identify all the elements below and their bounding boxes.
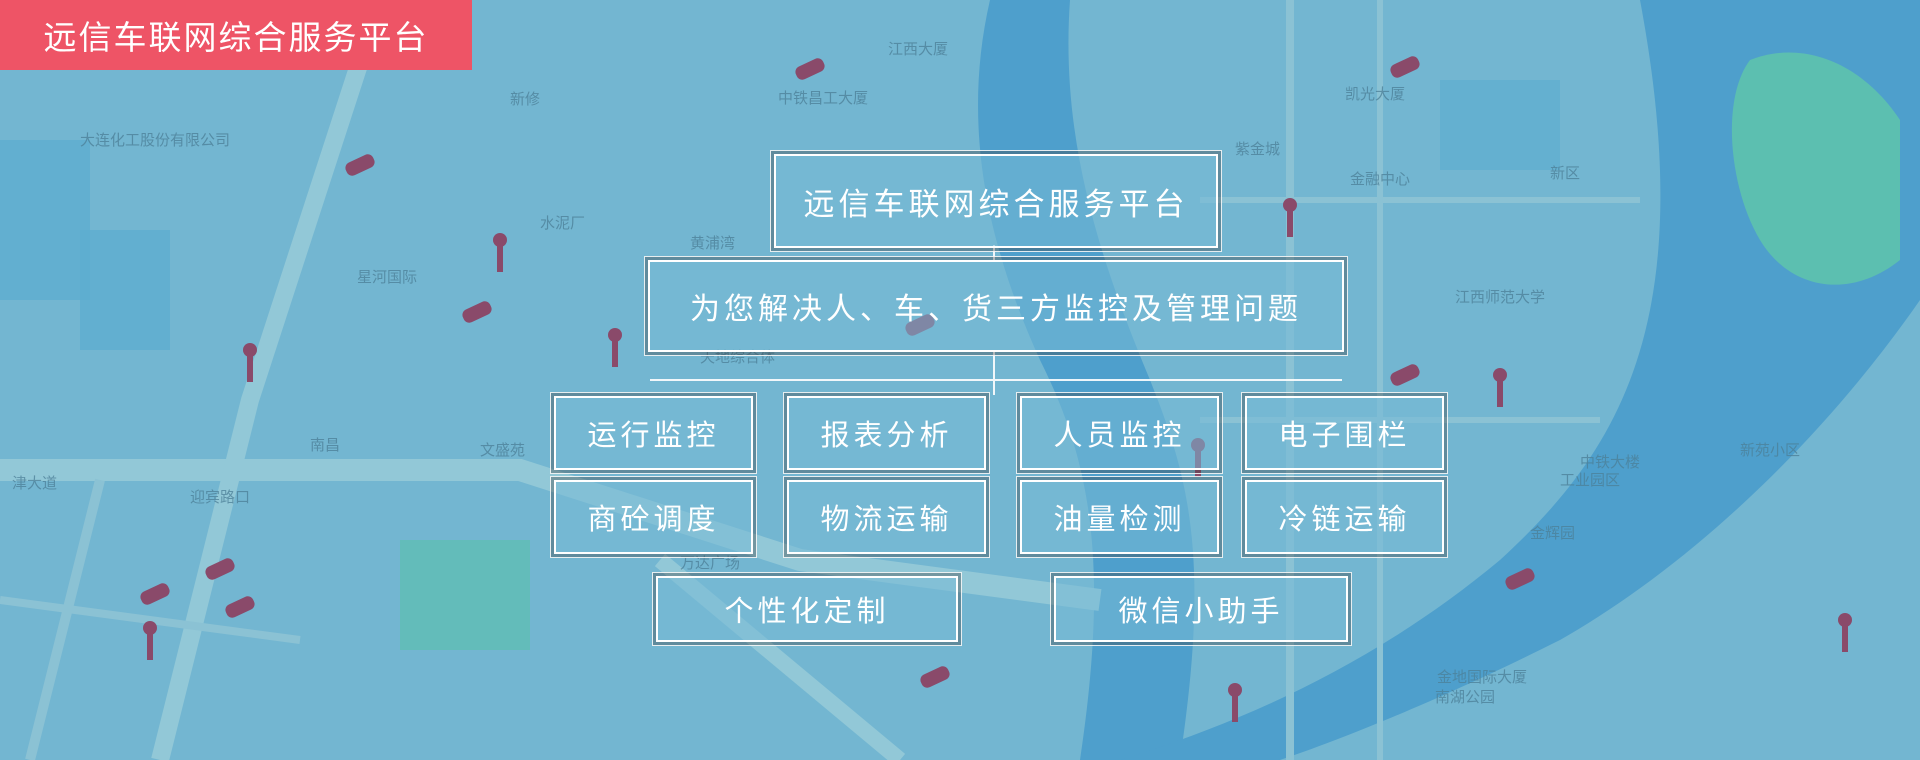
person-icon — [608, 328, 622, 342]
car-icon — [345, 154, 375, 176]
person-icon-body — [1842, 626, 1848, 652]
module-customization[interactable]: 个性化定制 — [652, 572, 962, 646]
map-label: 迎宾路口 — [190, 489, 250, 506]
platform-title: 远信车联网综合服务平台 — [803, 186, 1189, 223]
person-icon — [1493, 368, 1507, 382]
module-label: 运行监控 — [587, 418, 720, 452]
module-label: 油量检测 — [1053, 502, 1186, 536]
river-main — [1120, 0, 1920, 760]
person-icon — [493, 233, 507, 247]
module-logistics-transport[interactable]: 物流运输 — [783, 476, 990, 558]
module-report-analysis[interactable]: 报表分析 — [783, 392, 990, 474]
module-label: 物流运输 — [820, 502, 953, 536]
map-label: 水泥厂 — [540, 215, 585, 232]
block-east — [1440, 80, 1560, 170]
person-icon-body — [1497, 381, 1503, 407]
module-electronic-fence[interactable]: 电子围栏 — [1241, 392, 1448, 474]
module-label: 人员监控 — [1053, 418, 1186, 452]
lake-west-2 — [80, 230, 170, 350]
car-icon — [920, 666, 950, 688]
module-label: 冷链运输 — [1278, 502, 1411, 536]
car-icon — [140, 583, 170, 605]
person-icon-body — [147, 634, 153, 660]
road-west — [25, 478, 105, 760]
map-label: 津大道 — [12, 475, 57, 492]
car-icon — [205, 558, 235, 580]
map-label: 黄浦湾 — [690, 235, 735, 252]
map-labels: 江西大厦 中铁昌工大厦 新修 大连化工股份有限公司 水泥厂 星河国际 黄浦湾 天… — [12, 41, 1800, 706]
car-icon — [225, 596, 255, 618]
map-label: 中铁大楼 — [1580, 454, 1640, 471]
car-icon — [462, 301, 492, 323]
map-label: 星河国际 — [357, 269, 417, 286]
car-icon — [1390, 364, 1420, 386]
map-label: 紫金城 — [1235, 141, 1280, 158]
module-label: 电子围栏 — [1278, 418, 1411, 452]
person-icon — [1838, 613, 1852, 627]
module-label: 商砼调度 — [587, 502, 720, 536]
module-personnel-monitoring[interactable]: 人员监控 — [1016, 392, 1223, 474]
map-label: 南湖公园 — [1435, 689, 1495, 706]
park-south — [400, 540, 530, 650]
module-label: 报表分析 — [820, 418, 953, 452]
person-icon-body — [612, 341, 618, 367]
car-icon — [1505, 568, 1535, 590]
person-icon — [1228, 683, 1242, 697]
map-label: 大连化工股份有限公司 — [80, 132, 230, 149]
road-diagonal — [151, 0, 389, 760]
map-label: 金辉园 — [1530, 525, 1575, 542]
module-label: 微信小助手 — [1118, 594, 1284, 628]
map-label: 新区 — [1550, 165, 1580, 182]
person-icon-body — [497, 246, 503, 272]
person-icon-body — [247, 356, 253, 382]
person-icon — [243, 343, 257, 357]
brand-title: 远信车联网综合服务平台 — [43, 18, 429, 57]
platform-subtitle-box: 为您解决人、车、货三方监控及管理问题 — [644, 256, 1348, 356]
module-wechat-assistant[interactable]: 微信小助手 — [1050, 572, 1352, 646]
platform-subtitle: 为您解决人、车、货三方监控及管理问题 — [690, 292, 1302, 327]
road-grid-5 — [0, 596, 301, 644]
module-fuel-detection[interactable]: 油量检测 — [1016, 476, 1223, 558]
person-icon — [143, 621, 157, 635]
platform-title-box: 远信车联网综合服务平台 — [770, 150, 1222, 252]
person-icon-body — [1287, 211, 1293, 237]
map-label: 江西大厦 — [888, 41, 948, 58]
person-markers — [143, 198, 1852, 722]
map-label: 新修 — [510, 91, 540, 108]
person-icon — [1283, 198, 1297, 212]
map-label: 天地综合体 — [700, 349, 775, 366]
map-label: 南昌 — [310, 437, 340, 454]
map-label: 文盛苑 — [480, 442, 525, 459]
brand-banner: 远信车联网综合服务平台 — [0, 0, 472, 70]
module-label: 个性化定制 — [724, 594, 890, 628]
map-label: 工业园区 — [1560, 472, 1620, 489]
map-label: 新苑小区 — [1740, 442, 1800, 459]
car-icon — [795, 58, 825, 80]
car-icon — [1390, 56, 1420, 78]
park-east — [1731, 52, 1900, 285]
map-label: 中铁昌工大厦 — [778, 90, 868, 107]
vehicle-markers — [140, 56, 1535, 688]
map-label: 凯光大厦 — [1345, 86, 1405, 103]
person-icon-body — [1232, 696, 1238, 722]
map-label: 金地国际大厦 — [1437, 669, 1527, 686]
map-label: 万达广场 — [680, 555, 740, 572]
module-cold-chain-transport[interactable]: 冷链运输 — [1241, 476, 1448, 558]
lake-west — [0, 140, 90, 300]
module-operation-monitoring[interactable]: 运行监控 — [550, 392, 757, 474]
map-label: 金融中心 — [1350, 171, 1410, 188]
module-concrete-dispatch[interactable]: 商砼调度 — [550, 476, 757, 558]
map-label: 江西师范大学 — [1455, 289, 1545, 306]
